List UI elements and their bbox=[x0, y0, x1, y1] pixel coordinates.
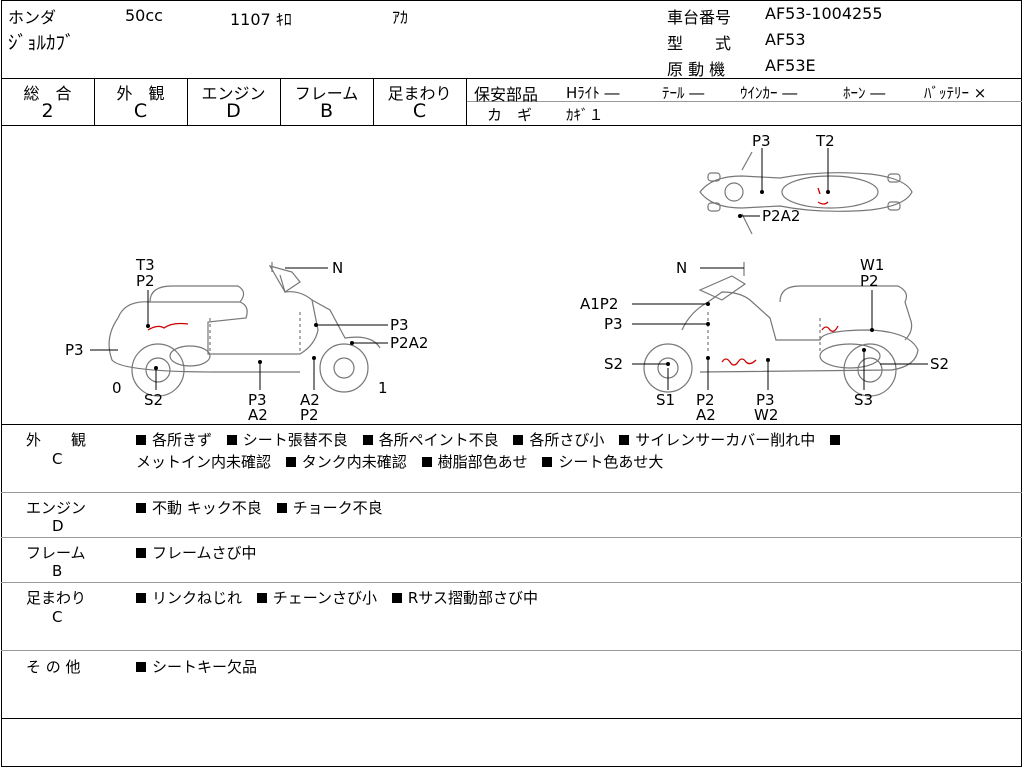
note-item: シートキー欠品 bbox=[152, 658, 258, 676]
right-p2-top-label: P2 bbox=[860, 272, 879, 290]
engine-type-label: 原 動 機 bbox=[667, 60, 726, 79]
note-other-label: そ の 他 bbox=[26, 658, 81, 676]
left-a2-label: A2 bbox=[300, 391, 320, 409]
frame-number-label: 車台番号 bbox=[667, 8, 732, 27]
note-engine-label: エンジン bbox=[26, 499, 87, 517]
safety-horn: ﾎｰﾝ ― bbox=[843, 84, 886, 102]
displacement: 50cc bbox=[125, 6, 163, 25]
left-p2-label: P2 bbox=[136, 272, 155, 290]
note-item: 樹脂部色あせ bbox=[437, 453, 528, 471]
note-item: Rサス摺動部さび中 bbox=[407, 589, 538, 607]
note-other-items: シートキー欠品 bbox=[136, 656, 267, 677]
right-s2-left-label: S2 bbox=[604, 355, 623, 373]
engine-grade-value: D bbox=[226, 100, 241, 122]
note-frame-label: フレーム bbox=[26, 544, 86, 562]
right-a2-label: A2 bbox=[696, 406, 716, 424]
left-p2a2-label: P2A2 bbox=[390, 334, 428, 352]
note-exterior-label: 外 観 bbox=[26, 431, 87, 449]
note-frame-items: フレームさび中 bbox=[136, 542, 267, 563]
engine-type-value: AF53E bbox=[765, 56, 816, 75]
frame-number-value: AF53-1004255 bbox=[765, 4, 883, 23]
left-p2-bottom-label: P2 bbox=[300, 406, 319, 424]
right-s3-label: S3 bbox=[854, 391, 873, 409]
left-s2-label: S2 bbox=[144, 391, 163, 409]
note-item: メットイン内未確認 bbox=[136, 453, 272, 471]
note-suspension-items: リンクねじれ チェーンさび小 Rサス摺動部さび中 bbox=[136, 587, 548, 608]
left-t3-label: T3 bbox=[135, 256, 155, 274]
note-engine-items: 不動 キック不良 チョーク不良 bbox=[136, 497, 393, 518]
left-p3-front-label: P3 bbox=[390, 316, 409, 334]
left-zero-label: 0 bbox=[112, 379, 122, 397]
note-item: サイレンサーカバー削れ中 bbox=[635, 431, 816, 449]
top-t2-label: T2 bbox=[815, 132, 835, 150]
top-p2a2-label: P2A2 bbox=[762, 207, 800, 225]
left-p3-side-label: P3 bbox=[65, 341, 84, 359]
color: ｱｶ bbox=[392, 8, 409, 27]
model-name: ｼﾞｮﾙｶﾌﾞ bbox=[8, 32, 75, 54]
safety-headlight: Hﾗｲﾄ ― bbox=[566, 84, 620, 102]
note-frame-grade: B bbox=[52, 562, 63, 580]
safety-battery: ﾊﾞｯﾃﾘｰ × bbox=[924, 84, 987, 102]
safety-tail: ﾃｰﾙ ― bbox=[662, 84, 705, 102]
note-item: 各所ペイント不良 bbox=[378, 431, 499, 449]
right-w2-label: W2 bbox=[754, 406, 778, 424]
right-p3-label: P3 bbox=[604, 315, 623, 333]
top-p3-label: P3 bbox=[752, 132, 771, 150]
mileage: 1107 ｷﾛ bbox=[230, 10, 292, 29]
note-item: 不動 キック不良 bbox=[152, 499, 262, 517]
left-one-label: 1 bbox=[378, 379, 388, 397]
suspension-grade-label: 足まわり bbox=[387, 84, 452, 103]
note-suspension-grade: C bbox=[52, 608, 63, 626]
note-item: チョーク不良 bbox=[292, 499, 383, 517]
right-s2-right-label: S2 bbox=[930, 355, 949, 373]
suspension-grade-value: C bbox=[412, 100, 427, 122]
exterior-grade-label: 外 観 bbox=[116, 84, 165, 103]
right-n-label: N bbox=[676, 259, 687, 277]
type-value: AF53 bbox=[765, 30, 806, 49]
safety-parts-label: 保安部品 bbox=[474, 85, 539, 104]
note-item: リンクねじれ bbox=[152, 589, 243, 607]
key-value: ｶｷﾞ１ bbox=[566, 106, 604, 124]
note-item: シート張替不良 bbox=[242, 431, 348, 449]
scooter-left-view bbox=[108, 262, 381, 397]
key-label: カ ギ bbox=[487, 106, 533, 124]
note-suspension-label: 足まわり bbox=[26, 589, 87, 607]
note-item: シート色あせ大 bbox=[558, 453, 664, 471]
inspection-diagram: P3 T2 P2A2 T3 P2 N P3 P3 P2A2 0 1 S2 P3 … bbox=[65, 132, 949, 424]
note-item: フレームさび中 bbox=[152, 544, 257, 562]
left-a2-bottom-label: A2 bbox=[248, 406, 268, 424]
left-n-label: N bbox=[332, 259, 343, 277]
right-s1-label: S1 bbox=[656, 391, 675, 409]
note-item: チェーンさび小 bbox=[272, 589, 378, 607]
safety-winker: ｳｲﾝｶｰ ― bbox=[740, 84, 798, 102]
type-label: 型 式 bbox=[667, 34, 732, 53]
right-p2-bottom-label: P2 bbox=[696, 391, 715, 409]
right-a1p2-label: A1P2 bbox=[580, 295, 618, 313]
damage-marks bbox=[147, 187, 839, 366]
right-p3-bottom-label: P3 bbox=[756, 391, 775, 409]
left-p3-bottom-label: P3 bbox=[248, 391, 267, 409]
note-engine-grade: D bbox=[52, 517, 64, 535]
note-exterior-grade: C bbox=[52, 450, 63, 468]
maker: ホンダ bbox=[8, 8, 57, 27]
note-exterior-items: 各所きず シート張替不良 各所ペイント不良 各所さび小 サイレンサーカバー削れ中… bbox=[136, 429, 1006, 473]
scooter-top-view bbox=[699, 151, 913, 235]
overall-grade-label: 総 合 bbox=[23, 84, 72, 103]
frame-grade-value: B bbox=[319, 100, 334, 122]
frame-grade-label: フレーム bbox=[294, 84, 359, 103]
note-item: タンク内未確認 bbox=[301, 453, 407, 471]
note-item: 各所さび小 bbox=[529, 431, 605, 449]
exterior-grade-value: C bbox=[133, 100, 148, 122]
right-w1-label: W1 bbox=[860, 256, 884, 274]
leader-lines bbox=[90, 148, 928, 390]
engine-grade-label: エンジン bbox=[201, 84, 266, 103]
overall-grade-value: 2 bbox=[41, 100, 54, 122]
note-item: 各所きず bbox=[152, 431, 213, 449]
